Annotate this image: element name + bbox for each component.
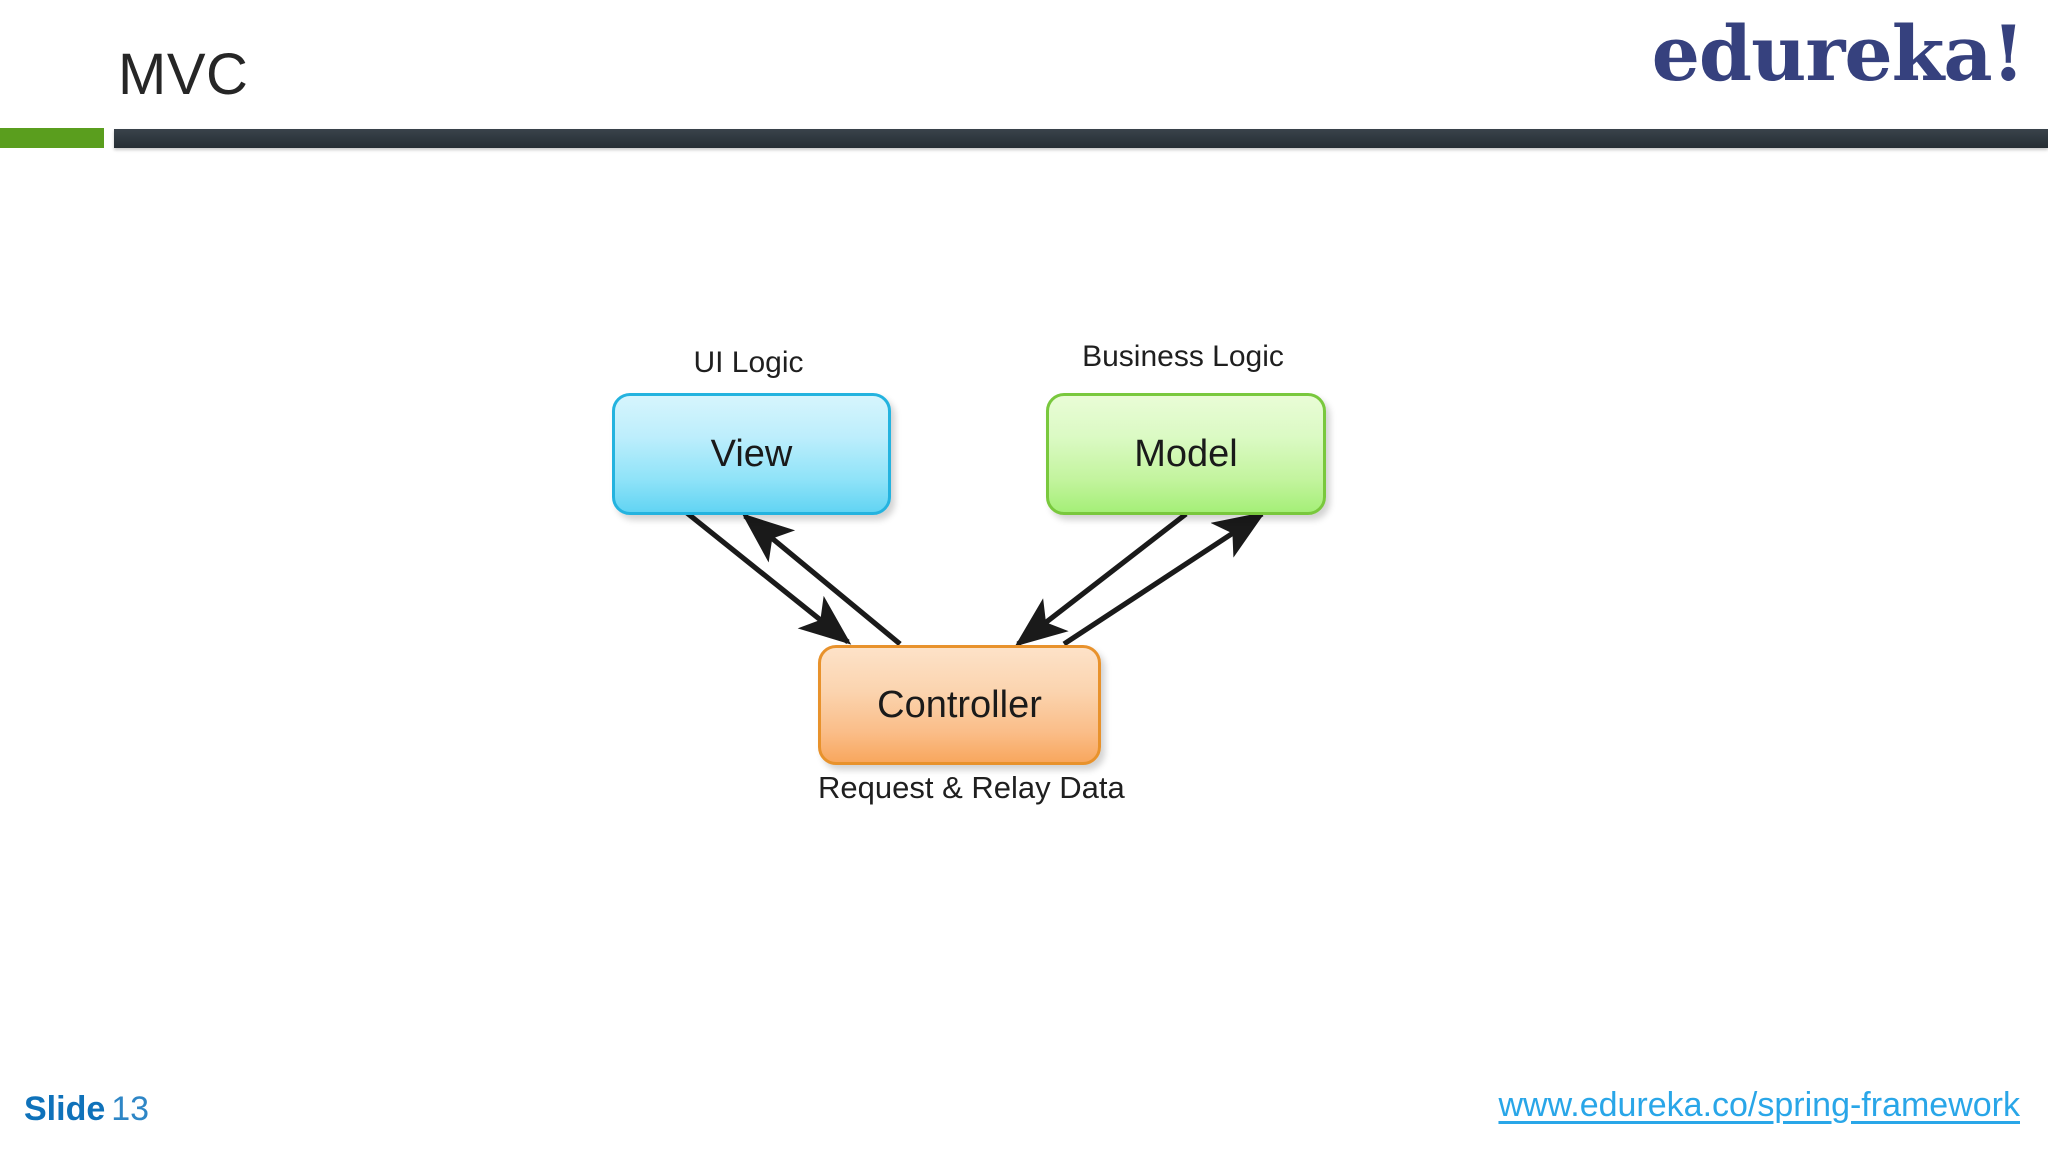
caption-request-relay-data: Request & Relay Data [818, 770, 1125, 805]
header-divider [0, 128, 2048, 150]
arrow-controller-to-model [1062, 511, 1266, 647]
arrow-view-to-controller [685, 510, 852, 645]
node-model[interactable]: Model [1046, 393, 1326, 515]
node-controller[interactable]: Controller [818, 645, 1101, 765]
caption-business-logic: Business Logic [1082, 340, 1284, 373]
edureka-logo: edureka! [1651, 9, 2025, 98]
page-title: MVC [118, 42, 249, 107]
slide-counter-label: Slide [24, 1090, 106, 1128]
caption-ui-logic: UI Logic [693, 346, 804, 379]
arrow-layer [685, 510, 1266, 647]
mvc-diagram: UI Logic Business Logic View Model Contr… [0, 150, 2048, 1000]
arrow-model-to-controller [1014, 511, 1188, 647]
arrow-controller-to-view [741, 513, 902, 647]
footer-url-link[interactable]: www.edureka.co/spring-framework [1498, 1086, 2020, 1124]
slide-counter-number: 13 [111, 1090, 150, 1128]
node-view[interactable]: View [612, 393, 891, 515]
header-dark-bar [114, 129, 2048, 148]
header-accent-green-bar [0, 128, 104, 148]
